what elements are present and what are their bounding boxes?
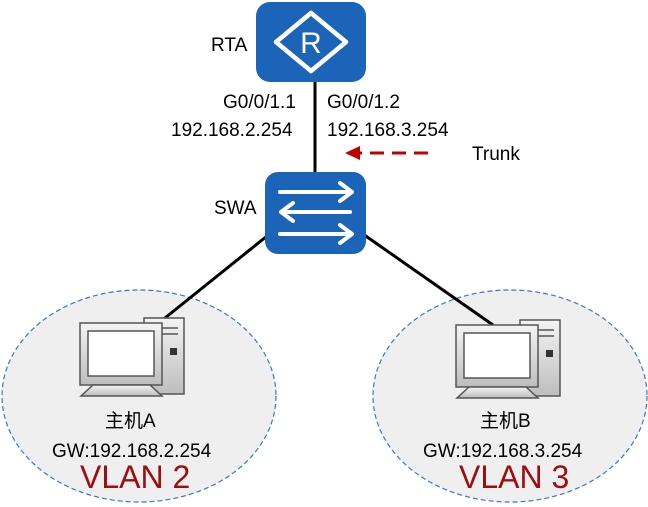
interface-left-name: G0/0/1.1 bbox=[223, 92, 296, 113]
host-b-gateway: GW:192.168.3.254 bbox=[423, 441, 583, 462]
vlan-2-label: VLAN 2 bbox=[80, 459, 191, 495]
interface-left-ip: 192.168.2.254 bbox=[171, 120, 293, 141]
switch-label: SWA bbox=[214, 198, 257, 219]
vlan-3-label: VLAN 3 bbox=[459, 459, 570, 495]
host-b-name: 主机B bbox=[480, 411, 531, 432]
interface-right-name: G0/0/1.2 bbox=[327, 92, 400, 113]
computer-icon[interactable] bbox=[79, 317, 185, 397]
trunk-arrow bbox=[345, 146, 428, 160]
interface-right-ip: 192.168.3.254 bbox=[327, 120, 449, 141]
switch-hostb-link bbox=[359, 230, 494, 327]
switch-hosta-link bbox=[159, 230, 273, 324]
host-a-gateway: GW:192.168.2.254 bbox=[52, 441, 212, 462]
computer-icon[interactable] bbox=[455, 319, 561, 399]
svg-text:R: R bbox=[300, 27, 322, 60]
host-a-name: 主机A bbox=[105, 411, 156, 432]
switch-icon[interactable] bbox=[265, 172, 366, 254]
router-icon[interactable]: R bbox=[256, 2, 366, 82]
router-label: RTA bbox=[211, 35, 248, 56]
trunk-label: Trunk bbox=[472, 144, 520, 165]
